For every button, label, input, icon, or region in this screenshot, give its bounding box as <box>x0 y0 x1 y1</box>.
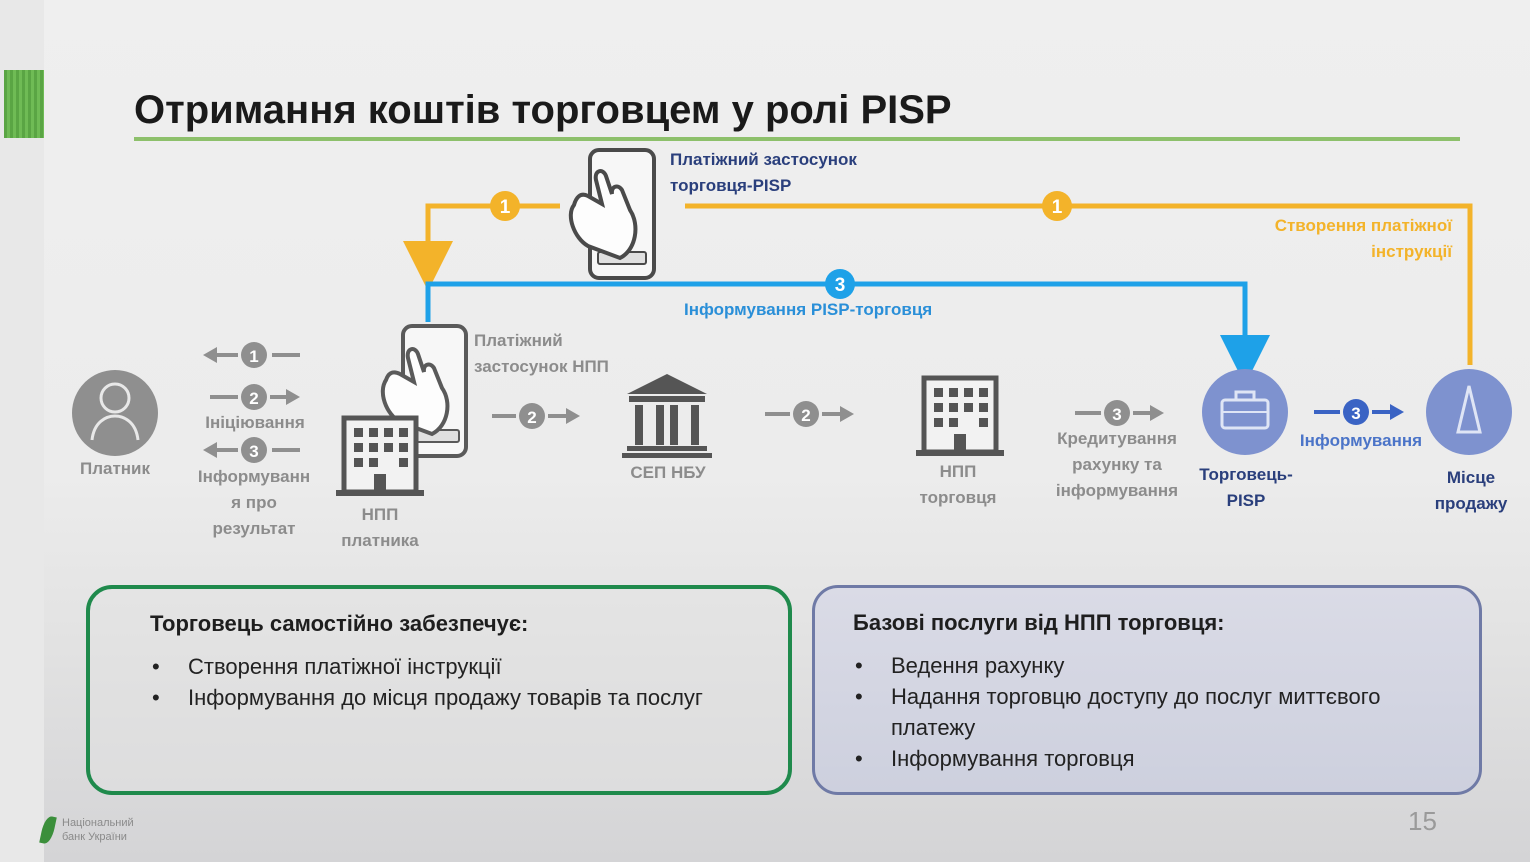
point-of-sale-icon <box>1426 369 1512 455</box>
point-of-sale-label-line1: Місце <box>1446 468 1496 487</box>
page-title: Отримання коштів торговцем у ролі PISP <box>134 88 952 132</box>
list-item: Інформування до місця продажу товарів та… <box>150 682 750 713</box>
merchant-bank-label-line1: НПП <box>939 462 977 481</box>
payer-app-label-line1: Платіжний <box>474 331 563 350</box>
merchant-responsibilities-heading: Торговець самостійно забезпечує: <box>150 611 529 636</box>
payer-app-phone-icon <box>380 324 468 458</box>
svg-text:3: 3 <box>1112 405 1121 424</box>
svg-text:3: 3 <box>1351 404 1360 423</box>
merchant-bank-services-list: Ведення рахунку Надання торговцю доступу… <box>853 650 1453 774</box>
merchant-responsibilities-list: Створення платіжної інструкції Інформува… <box>150 651 750 713</box>
merchant-bank-services-heading: Базові послуги від НПП торговця: <box>853 610 1225 635</box>
payer-bank-label-line1: НПП <box>361 505 399 524</box>
payer-app-label: Платіжний застосунок НПП <box>474 328 609 380</box>
result-label-line2: я про <box>231 493 277 512</box>
svg-text:1: 1 <box>249 347 258 366</box>
page-number: 15 <box>1408 806 1437 836</box>
arrow-initiation-right: 2 <box>210 384 300 410</box>
payer-label: Платник <box>79 459 151 478</box>
svg-text:1: 1 <box>500 197 511 218</box>
merchant-pisp-label-line2: PISP <box>1226 491 1266 510</box>
merchant-bank-services-box: Базові послуги від НПП торговця: Ведення… <box>812 585 1482 795</box>
nbu-leaf-icon <box>39 815 57 845</box>
credit-label-line2: рахунку та <box>1072 455 1162 474</box>
list-item: Інформування торговця <box>853 743 1453 774</box>
svg-text:1: 1 <box>1052 197 1063 218</box>
merchant-pisp-briefcase-icon <box>1202 369 1288 455</box>
nbu-logo-line1: Національний <box>62 817 134 829</box>
slide-accent-block <box>4 70 44 138</box>
arrow-result-left: 3 <box>203 437 300 463</box>
merchant-bank-building-icon <box>916 375 1004 456</box>
nbu-logo: Національний банк України <box>39 812 162 848</box>
left-margin-strip <box>0 0 44 862</box>
merchant-responsibilities-box: Торговець самостійно забезпечує: Створен… <box>86 585 792 795</box>
nbu-logo-text: Національний банк України <box>62 816 134 844</box>
step-1-badge-right: 1 <box>1042 191 1072 221</box>
inform-label: Інформування <box>1299 431 1423 450</box>
step-1-badge-left: 1 <box>490 191 520 221</box>
arrow-payer-bank-to-sep: 2 <box>492 403 580 429</box>
step-3-badge-blue: 3 <box>825 269 855 299</box>
nbu-logo-line2: банк України <box>62 831 127 843</box>
merchant-pisp-label: Торговець- PISP <box>1182 462 1310 514</box>
merchant-app-label-line1: Платіжний застосунок <box>670 150 857 169</box>
payer-avatar-icon <box>72 370 158 456</box>
inform-pisp-label: Інформування PISP-торговця <box>684 300 933 319</box>
result-label-line1: Інформуванн <box>197 467 311 486</box>
svg-text:2: 2 <box>527 408 536 427</box>
result-label-line3: результат <box>212 519 296 538</box>
sep-nbu-bank-icon <box>622 374 712 458</box>
merchant-bank-label-line2: торговця <box>919 488 997 507</box>
payer-bank-building-icon <box>336 415 424 496</box>
merchant-app-phone-icon <box>568 148 656 280</box>
merchant-app-label: Платіжний застосунок торговця-PISP <box>670 147 857 199</box>
point-of-sale-label-line2: продажу <box>1434 494 1508 513</box>
svg-text:3: 3 <box>835 275 846 296</box>
credit-label: Кредитування рахунку та інформування <box>1044 426 1190 504</box>
payer-app-label-line2: застосунок НПП <box>474 357 609 376</box>
payer-bank-label-line2: платника <box>341 531 419 550</box>
create-instruction-line1: Створення платіжної <box>1274 216 1452 235</box>
list-item: Ведення рахунку <box>853 650 1453 681</box>
arrow-initiation-left: 1 <box>203 342 300 368</box>
merchant-app-label-line2: торговця-PISP <box>670 176 792 195</box>
svg-text:2: 2 <box>249 389 258 408</box>
svg-text:3: 3 <box>249 442 258 461</box>
arrow-sep-to-merchant-bank: 2 <box>765 401 854 427</box>
list-item: Створення платіжної інструкції <box>150 651 750 682</box>
initiation-label: Ініціювання <box>205 413 305 432</box>
credit-label-line3: інформування <box>1055 481 1179 500</box>
arrow-pisp-to-point-of-sale: 3 <box>1314 399 1404 425</box>
list-item: Надання торговцю доступу до послуг миттє… <box>853 681 1453 743</box>
point-of-sale-label: Місце продажу <box>1418 465 1524 517</box>
merchant-pisp-label-line1: Торговець- <box>1199 465 1293 484</box>
arrow-merchant-bank-to-pisp: 3 <box>1075 400 1164 426</box>
result-label: Інформуванн я про результат <box>186 464 322 542</box>
payer-bank-label: НПП платника <box>320 502 440 554</box>
create-instruction-label: Створення платіжної інструкції <box>1196 213 1452 265</box>
create-instruction-line2: інструкції <box>1371 242 1452 261</box>
sep-nbu-label: СЕП НБУ <box>630 463 706 482</box>
title-underline <box>134 137 1460 141</box>
svg-text:2: 2 <box>801 406 810 425</box>
merchant-bank-label: НПП торговця <box>898 459 1018 511</box>
credit-label-line1: Кредитування <box>1057 429 1177 448</box>
